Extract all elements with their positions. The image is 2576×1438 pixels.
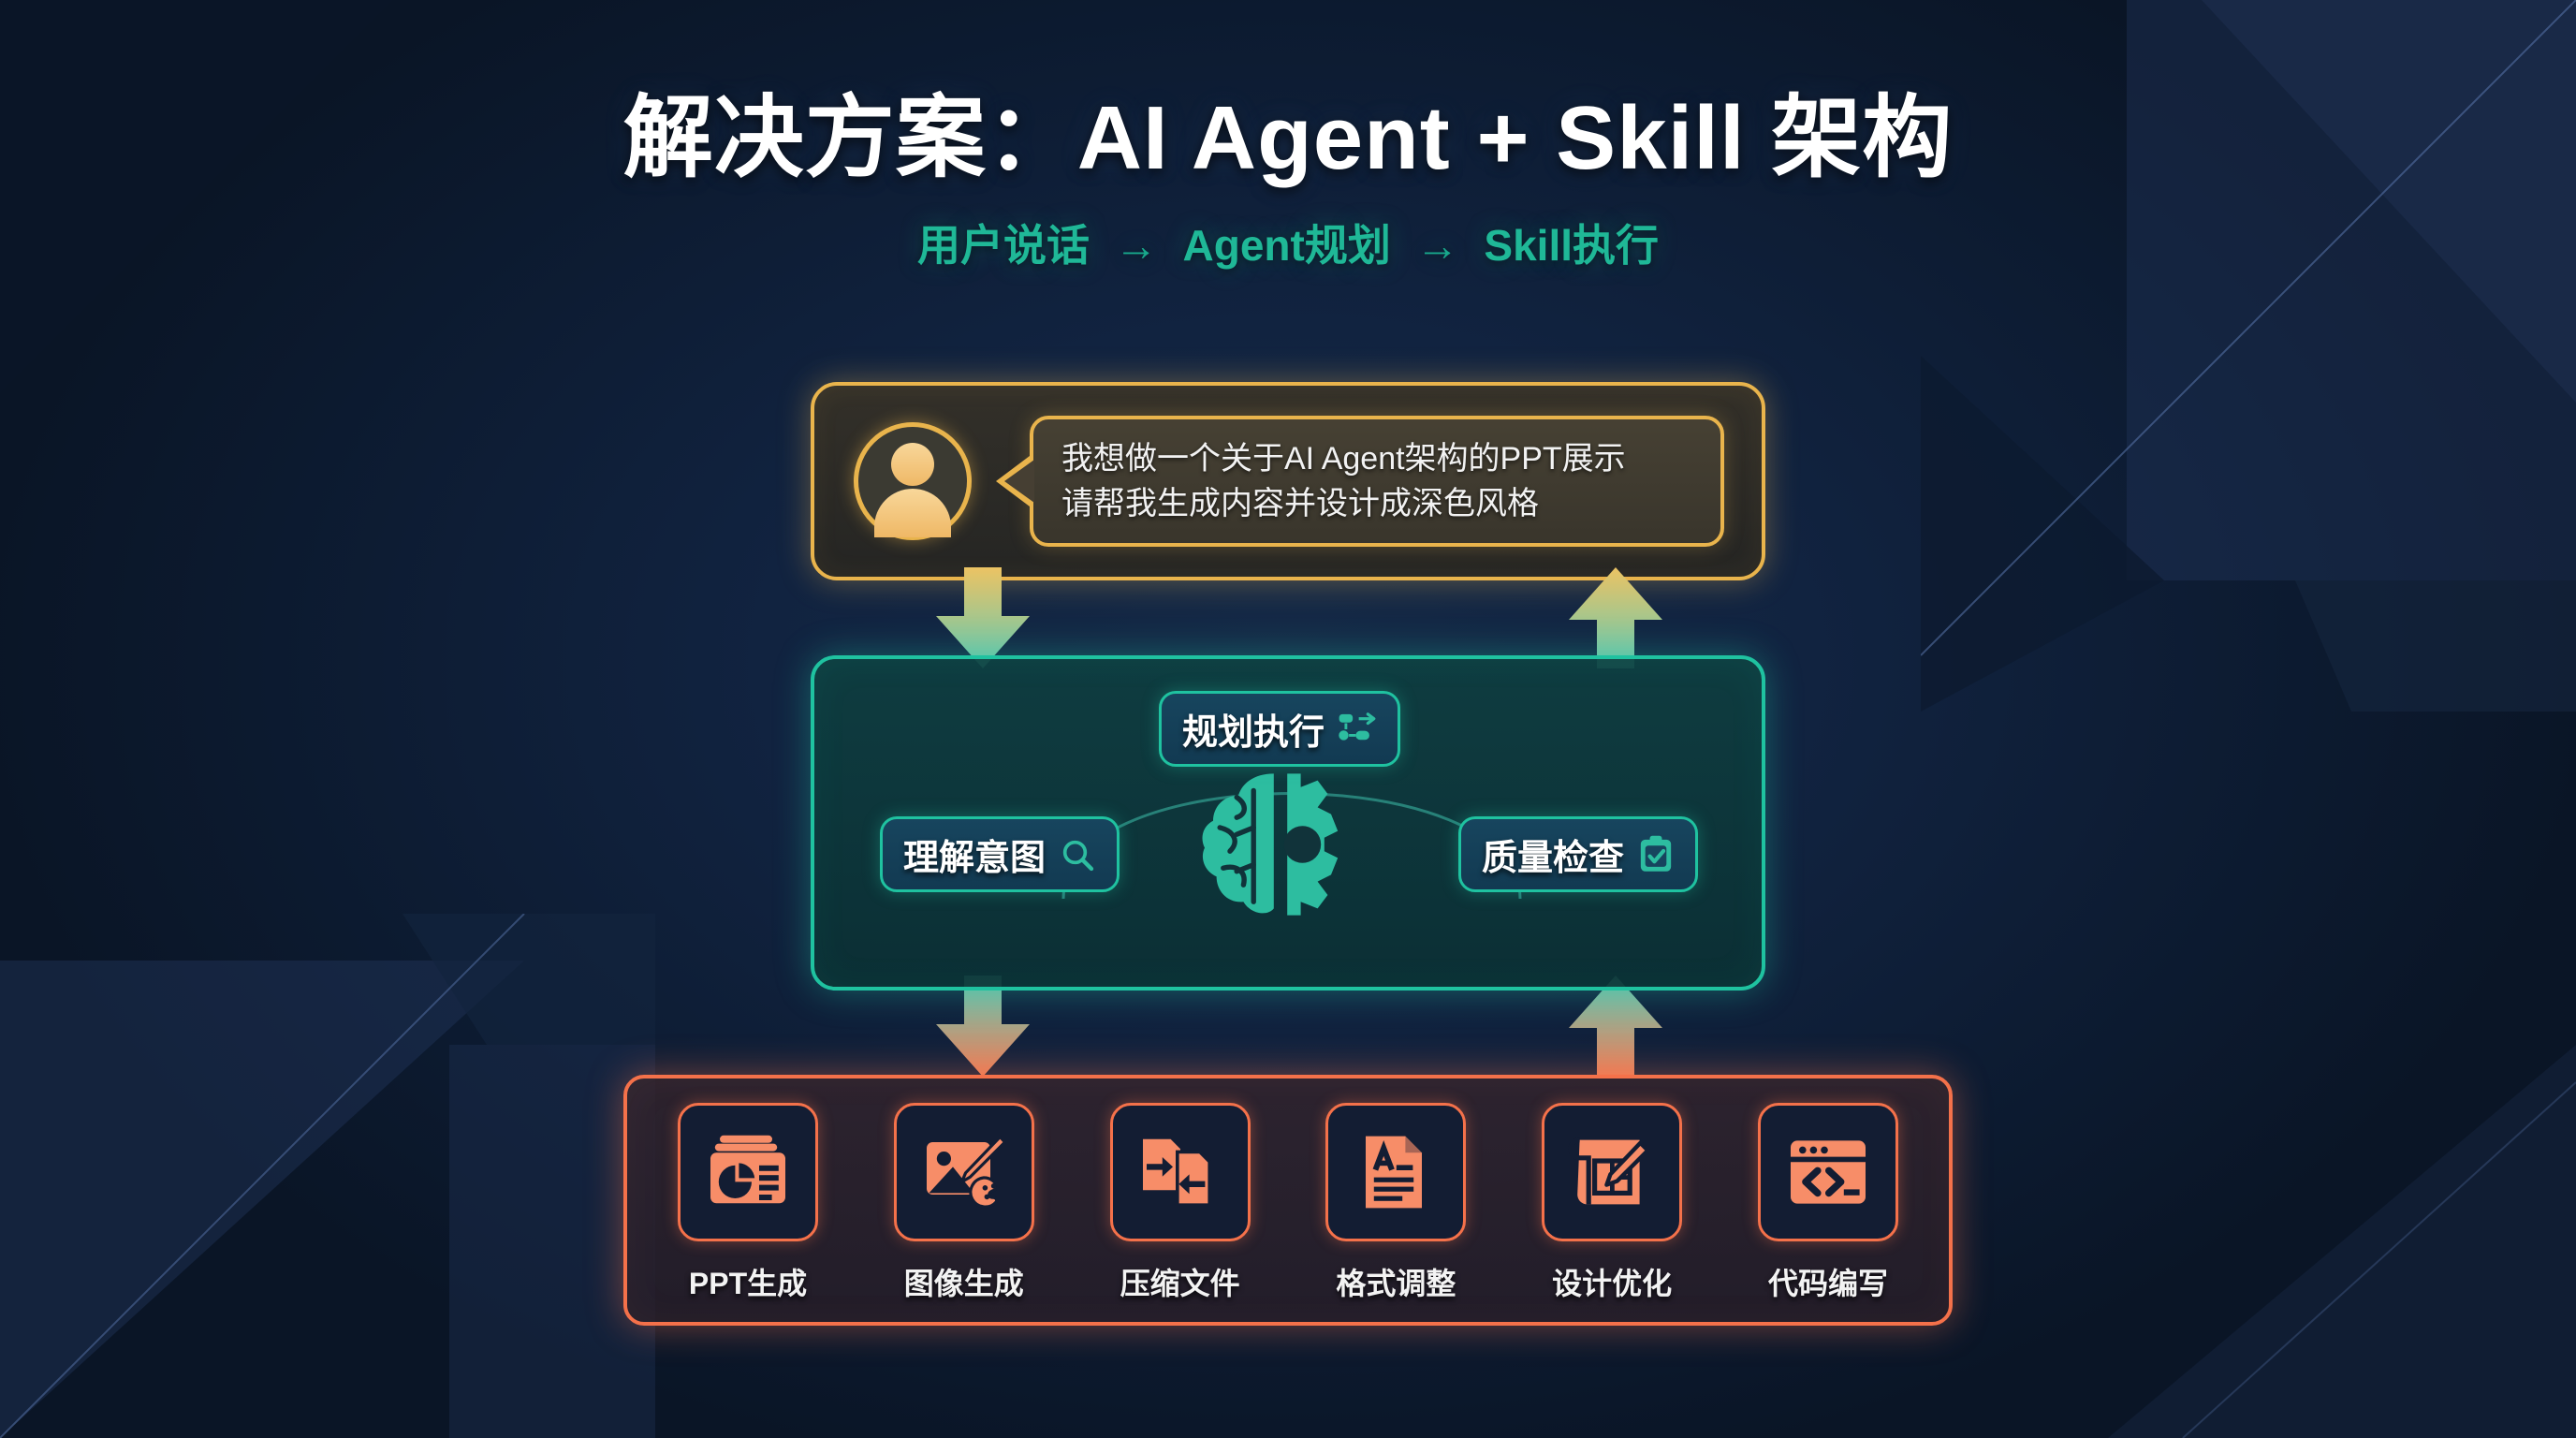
skill-item-ppt[interactable]: PPT生成 bbox=[661, 1103, 835, 1303]
skill-label-design: 设计优化 bbox=[1552, 1267, 1673, 1300]
agent-pill-understand[interactable]: 理解意图 bbox=[880, 816, 1120, 892]
skill-card-image[interactable] bbox=[893, 1103, 1034, 1241]
blueprint-pencil-icon bbox=[1568, 1137, 1650, 1205]
skill-to-agent-arrow bbox=[1569, 976, 1662, 1077]
page-title: 解决方案：AI Agent + Skill 架构 bbox=[622, 88, 1954, 188]
avatar-head-shape bbox=[891, 443, 934, 486]
user-input-panel: 我想做一个关于AI Agent架构的PPT展示 请帮我生成内容并设计成深色风格 bbox=[811, 382, 1765, 580]
user-avatar-icon bbox=[854, 422, 972, 540]
skill-item-image[interactable]: 图像生成 bbox=[877, 1103, 1051, 1303]
agent-pill-quality[interactable]: 质量检查 bbox=[1458, 816, 1699, 892]
clipboard-check-icon bbox=[1640, 835, 1672, 872]
skill-card-compress[interactable] bbox=[1109, 1103, 1251, 1241]
page-subtitle: 用户说话 → Agent规划 → Skill执行 bbox=[0, 212, 2576, 273]
subtitle-step-3: Skill执行 bbox=[1484, 220, 1660, 270]
speech-line-1: 我想做一个关于AI Agent架构的PPT展示 bbox=[1061, 440, 1626, 477]
skill-item-compress[interactable]: 压缩文件 bbox=[1093, 1103, 1267, 1303]
subtitle-step-2: Agent规划 bbox=[1182, 220, 1391, 270]
decorative-polygons-bottom-right bbox=[2052, 1045, 2576, 1438]
skill-label-code: 代码编写 bbox=[1767, 1267, 1888, 1300]
skill-label-compress: 压缩文件 bbox=[1120, 1267, 1240, 1300]
subtitle-arrow-2: → bbox=[1415, 220, 1459, 270]
skill-card-design[interactable] bbox=[1542, 1103, 1683, 1241]
user-speech-bubble: 我想做一个关于AI Agent架构的PPT展示 请帮我生成内容并设计成深色风格 bbox=[996, 415, 1724, 548]
agent-pill-understand-label: 理解意图 bbox=[903, 839, 1046, 878]
skill-label-format: 格式调整 bbox=[1336, 1267, 1456, 1300]
file-compress-icon bbox=[1142, 1138, 1211, 1207]
skill-label-image: 图像生成 bbox=[903, 1267, 1024, 1300]
presentation-chart-icon bbox=[710, 1135, 785, 1204]
skill-panel: PPT生成 图像生成 bbox=[623, 1075, 1953, 1326]
skill-card-format[interactable] bbox=[1325, 1103, 1467, 1241]
speech-bubble-tail-fill bbox=[1004, 460, 1034, 503]
speech-line-2: 请帮我生成内容并设计成深色风格 bbox=[1061, 486, 1539, 521]
agent-to-skill-arrow bbox=[936, 976, 1030, 1077]
skill-card-code[interactable] bbox=[1757, 1103, 1898, 1241]
skill-label-ppt: PPT生成 bbox=[688, 1267, 808, 1300]
subtitle-step-1: 用户说话 bbox=[916, 220, 1090, 270]
image-paintbrush-icon bbox=[926, 1135, 1006, 1209]
sitemap-flow-icon bbox=[1339, 712, 1376, 741]
agent-pill-plan[interactable]: 规划执行 bbox=[1159, 691, 1401, 767]
header: 解决方案：AI Agent + Skill 架构 用户说话 → Agent规划 … bbox=[0, 90, 2576, 273]
skill-item-format[interactable]: 格式调整 bbox=[1309, 1103, 1483, 1303]
document-format-icon bbox=[1366, 1136, 1423, 1209]
subtitle-arrow-1: → bbox=[1114, 220, 1158, 270]
agent-pill-quality-label: 质量检查 bbox=[1482, 839, 1625, 878]
skill-item-design[interactable]: 设计优化 bbox=[1525, 1103, 1699, 1303]
agent-pill-plan-label: 规划执行 bbox=[1182, 713, 1325, 753]
brain-gear-icon bbox=[1202, 773, 1339, 916]
magnifier-icon bbox=[1062, 840, 1094, 871]
code-window-icon bbox=[1790, 1140, 1866, 1204]
skill-item-code[interactable]: 代码编写 bbox=[1741, 1103, 1915, 1303]
skill-card-ppt[interactable] bbox=[678, 1103, 818, 1241]
avatar-body-shape bbox=[874, 489, 951, 537]
decorative-polygons-bottom-left bbox=[0, 914, 655, 1438]
